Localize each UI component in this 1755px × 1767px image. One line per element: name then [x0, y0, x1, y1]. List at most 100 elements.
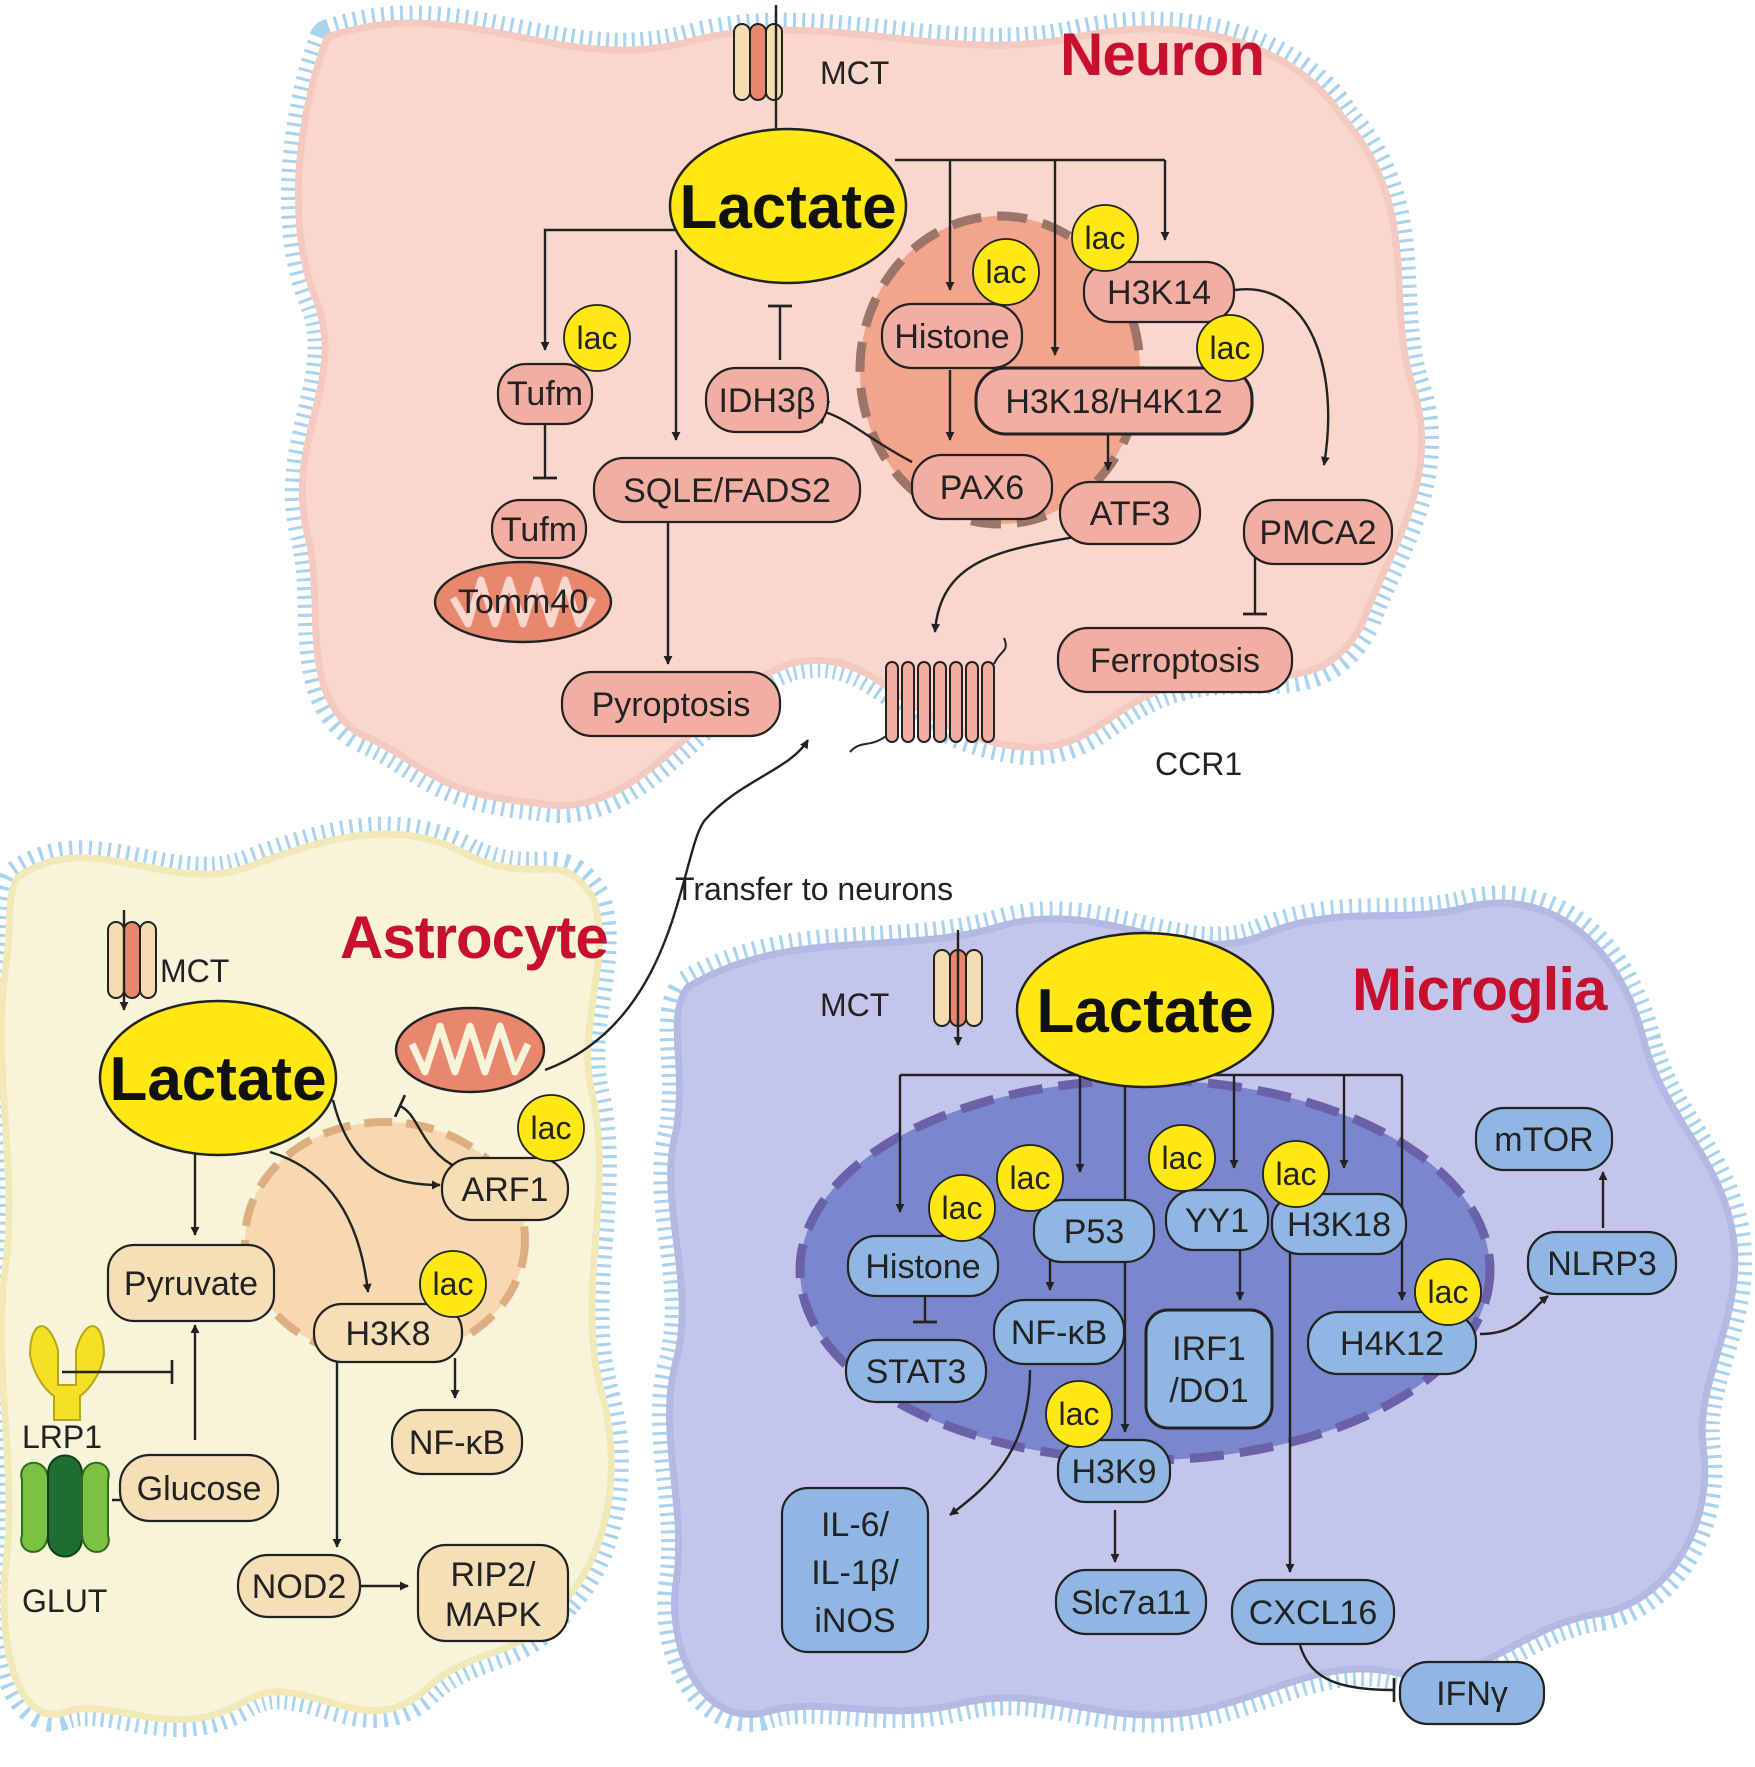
node-neuron-idh3b: IDH3β: [704, 366, 830, 434]
neuron-h3k18-h4k12-label: H3K18/H4K12: [1005, 383, 1222, 421]
edge-lactate-to-tufm: [540, 228, 680, 351]
lac-badge-label: lac: [1210, 330, 1251, 366]
node-neuron-ferroptosis: Ferroptosis: [1056, 626, 1294, 694]
micro-yy1-label: YY1: [1185, 1202, 1249, 1240]
lac-badge-neuron-h3k14: lac: [1071, 204, 1139, 272]
lac-badge-label: lac: [433, 1266, 474, 1302]
node-micro-stat3: STAT3: [844, 1338, 988, 1404]
microglia-edges: [895, 930, 1608, 1703]
node-neuron-h3k18-h4k12: H3K18/H4K12: [974, 366, 1254, 436]
micro-ifng-label: IFNγ: [1436, 1675, 1508, 1713]
node-astro-nfkb: NF-κB: [390, 1408, 524, 1476]
node-neuron-pax6: PAX6: [910, 453, 1054, 521]
ccr1-receptor-icon: [849, 637, 1007, 753]
neuron-h3k14-label: H3K14: [1107, 274, 1211, 312]
node-neuron-pmca2: PMCA2: [1242, 498, 1394, 566]
lac-badge-label: lac: [1162, 1140, 1203, 1176]
microglia-lactate-label: Lactate: [1036, 977, 1253, 1046]
node-astro-pyruvate: Pyruvate: [106, 1243, 276, 1323]
node-micro-ifng: IFNγ: [1398, 1660, 1546, 1726]
micro-mtor-label: mTOR: [1494, 1121, 1593, 1159]
node-micro-histone: Histone: [846, 1234, 1000, 1298]
astro-arf1-label: ARF1: [462, 1171, 549, 1209]
node-neuron-h3k14: H3K14: [1082, 260, 1236, 324]
neuron-idh3b-label: IDH3β: [718, 382, 815, 420]
node-neuron-pyroptosis: Pyroptosis: [560, 670, 782, 738]
neuron-tufm-top-label: Tufm: [507, 375, 583, 413]
title-astrocyte: Astrocyte: [340, 904, 608, 971]
lac-badge-micro-h3k18: lac: [1262, 1140, 1330, 1208]
astro-h3k8-label: H3K8: [345, 1315, 430, 1353]
micro-il6-line2: IL-1β/: [811, 1554, 899, 1592]
label-tomm40: Tomm40: [458, 583, 588, 621]
neuron-tufm-bottom-label: Tufm: [501, 511, 577, 549]
edge-pax6-inhibits-idh3b: [820, 400, 913, 464]
node-neuron-histone: Histone: [880, 302, 1024, 370]
micro-p53-label: P53: [1064, 1213, 1125, 1251]
node-micro-slc7a11: Slc7a11: [1054, 1568, 1208, 1636]
node-astro-glucose: Glucose: [118, 1453, 280, 1523]
node-neuron-tufm-top: Tufm: [496, 362, 594, 426]
micro-stat3-label: STAT3: [866, 1353, 967, 1391]
micro-irf1-line2: /DO1: [1169, 1372, 1248, 1410]
micro-irf1-line1: IRF1: [1172, 1330, 1246, 1368]
node-micro-yy1: YY1: [1164, 1188, 1270, 1252]
glut-transporter-icon: [20, 1454, 110, 1558]
lac-badge-micro-histone: lac: [928, 1174, 996, 1242]
micro-h3k18-label: H3K18: [1287, 1206, 1391, 1244]
lac-badge-label: lac: [577, 320, 618, 356]
neuron-histone-label: Histone: [894, 318, 1009, 356]
node-micro-irf1: IRF1 /DO1: [1144, 1308, 1274, 1430]
micro-nfkb-label: NF-κB: [1011, 1314, 1107, 1352]
lac-badge-label: lac: [1428, 1274, 1469, 1310]
microglia-lactate: Lactate: [1015, 931, 1275, 1089]
node-micro-p53: P53: [1032, 1198, 1156, 1264]
edge-cxcl16-inhibits-ifng: [1298, 1644, 1396, 1703]
node-micro-mtor: mTOR: [1474, 1106, 1614, 1172]
neuron-atf3-label: ATF3: [1090, 495, 1171, 533]
micro-slc7a11-label: Slc7a11: [1071, 1584, 1191, 1622]
title-microglia: Microglia: [1352, 956, 1608, 1023]
node-micro-cxcl16: CXCL16: [1230, 1578, 1396, 1646]
micro-histone-label: Histone: [865, 1248, 980, 1286]
neuron-mitochondrion-icon: [433, 560, 613, 644]
lac-badge-label: lac: [1010, 1160, 1051, 1196]
lac-badge-neuron-histone: lac: [972, 238, 1040, 306]
neuron-pmca2-label: PMCA2: [1259, 514, 1376, 552]
lac-badge-label: lac: [942, 1190, 983, 1226]
neuron-nodes: Tufm Tufm SQLE/FADS2 Pyroptosis IDH3β Hi…: [490, 260, 1394, 738]
label-glut: GLUT: [22, 1583, 107, 1619]
node-micro-h3k9: H3K9: [1056, 1438, 1172, 1504]
neuron-edges: [533, 5, 1330, 665]
lac-badge-astro-h3k8: lac: [419, 1250, 487, 1318]
astro-pyruvate-label: Pyruvate: [124, 1265, 258, 1303]
label-transfer-to-neurons: Transfer to neurons: [675, 871, 953, 907]
neuron-pax6-label: PAX6: [940, 469, 1024, 507]
astro-rip2-line2: MAPK: [445, 1596, 542, 1634]
lac-badge-astro-arf1: lac: [517, 1094, 585, 1162]
edge-lactate-to-arf1: [331, 1099, 441, 1190]
edge-h4k12-to-nlrp3: [1479, 1295, 1549, 1336]
node-neuron-tufm-bottom: Tufm: [490, 498, 588, 560]
label-microglia-mct: MCT: [820, 987, 889, 1023]
node-astro-arf1: ARF1: [440, 1156, 570, 1222]
neuron-sqle-fads2-label: SQLE/FADS2: [623, 472, 831, 510]
label-neuron-mct: MCT: [820, 55, 889, 91]
neuron-ferroptosis-label: Ferroptosis: [1090, 642, 1260, 680]
neuron-mct-icon: [733, 23, 783, 101]
title-neuron: Neuron: [1060, 21, 1264, 88]
neuron-lactate: Lactate: [668, 127, 908, 285]
astrocyte-lactate-label: Lactate: [109, 1045, 326, 1114]
micro-cxcl16-label: CXCL16: [1249, 1594, 1378, 1632]
neuron-lactate-label: Lactate: [679, 173, 896, 242]
edge-nfkb-to-il6: [949, 1369, 1032, 1516]
edge-arf1-inhibits-mitochondrion: [393, 1094, 459, 1170]
microglia-nodes: Histone STAT3 P53 NF-κB YY1 IRF1 /DO1 H3…: [780, 1106, 1678, 1726]
astrocyte-nodes: ARF1 Pyruvate H3K8 NF-κB Glucose NOD2 RI…: [106, 1156, 570, 1643]
lac-badge-micro-h3k9: lac: [1045, 1380, 1113, 1448]
lac-badge-label: lac: [1059, 1396, 1100, 1432]
astro-glucose-label: Glucose: [137, 1470, 262, 1508]
node-astro-h3k8: H3K8: [312, 1302, 464, 1364]
astrocyte-mct-icon: [107, 921, 157, 999]
